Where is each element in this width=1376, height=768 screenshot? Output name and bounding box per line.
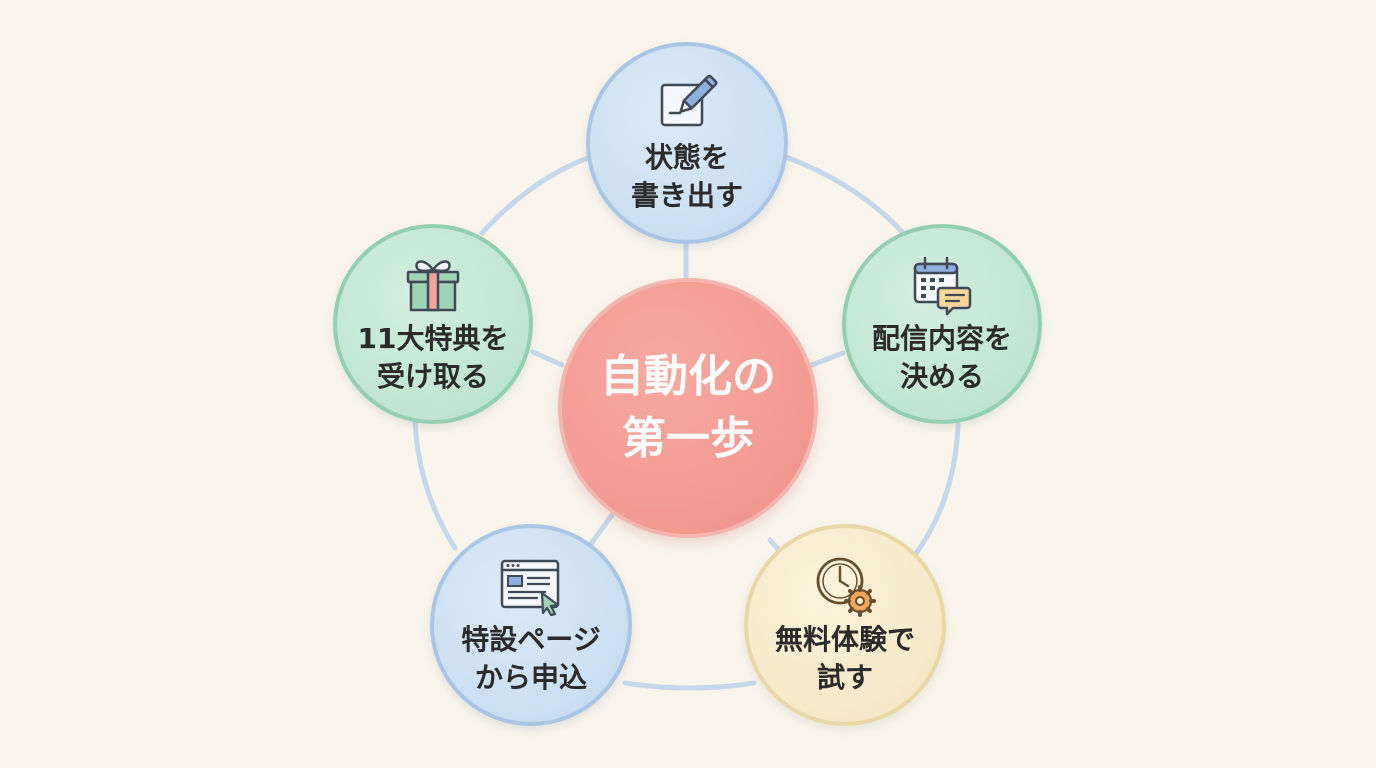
node-label-special-page: 特設ページ から申込 <box>461 623 601 694</box>
node-label-decide-content: 配信内容を 決める <box>871 322 1012 393</box>
ring-arc-1 <box>783 154 908 238</box>
ring-arc-5 <box>479 154 593 236</box>
node-label-benefits: 11大特典を 受け取る <box>357 322 509 393</box>
node-special-page: 特設ページ から申込 <box>430 524 632 726</box>
node-label-free-trial: 無料体験で 試す <box>774 623 915 694</box>
calendar-chat-icon <box>913 256 972 316</box>
center-node: 自動化の 第一歩 <box>558 278 818 538</box>
spoke-5 <box>530 349 565 368</box>
center-label: 自動化の 第一歩 <box>600 351 776 464</box>
spoke-2 <box>809 350 846 368</box>
ring-arc-2 <box>912 422 961 558</box>
browser-cursor-icon <box>500 559 560 617</box>
node-label-write-status: 状態を 書き出す <box>630 141 743 212</box>
node-free-trial: 無料体験で 試す <box>744 524 946 726</box>
node-decide-content: 配信内容を 決める <box>842 224 1042 424</box>
ring-arc-3 <box>622 680 757 691</box>
spoke-4 <box>587 512 615 548</box>
gift-box-icon <box>406 260 460 312</box>
node-write-status: 状態を 書き出す <box>586 42 788 244</box>
clock-gear-icon <box>816 557 876 617</box>
pencil-note-icon <box>660 74 718 127</box>
node-benefits: 11大特典を 受け取る <box>333 224 533 424</box>
ring-arc-4 <box>412 417 458 551</box>
